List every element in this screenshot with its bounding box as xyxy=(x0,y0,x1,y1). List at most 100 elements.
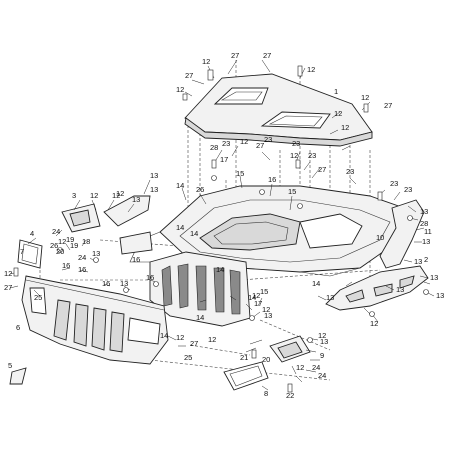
callout-81: 17 xyxy=(254,299,262,308)
callout-4: 27 xyxy=(185,71,193,80)
callout-39: 19 xyxy=(70,241,78,250)
callout-90: 12 xyxy=(296,363,304,372)
callout-71: 12 xyxy=(176,333,184,342)
callout-40: 18 xyxy=(82,237,90,246)
callout-62: 13 xyxy=(422,237,430,246)
callout-21: 27 xyxy=(318,165,326,174)
callout-36: 24 xyxy=(52,227,60,236)
left-lamp-lens xyxy=(17,239,43,269)
right-fender-trim xyxy=(325,199,429,311)
callout-44: 7 xyxy=(20,247,24,256)
callout-50: 13 xyxy=(120,279,128,288)
callout-12: 28 xyxy=(210,143,218,152)
callout-51: 16 xyxy=(146,273,154,282)
callout-74: 13 xyxy=(264,311,272,320)
small-components xyxy=(9,195,311,391)
callout-67: 13 xyxy=(396,285,404,294)
callout-59: 10 xyxy=(376,233,384,242)
callout-1: 12 xyxy=(202,57,210,66)
callout-30: 15 xyxy=(288,187,296,196)
callout-10: 27 xyxy=(263,51,271,60)
callout-7: 12 xyxy=(361,93,369,102)
callout-89: 8 xyxy=(264,389,268,398)
callout-11: 12 xyxy=(341,123,349,132)
callout-56: 14 xyxy=(248,293,256,302)
callout-15: 12 xyxy=(240,137,248,146)
callout-41: 16 xyxy=(62,261,70,270)
callout-77: 27 xyxy=(190,339,198,348)
callout-57: 12 xyxy=(262,305,270,314)
callout-32: 12 xyxy=(90,191,98,200)
callout-92: 26 xyxy=(50,241,58,250)
callout-37: 12 xyxy=(58,237,66,246)
callout-49: 16 xyxy=(102,279,110,288)
callout-3: 12 xyxy=(176,85,184,94)
callout-73: 13 xyxy=(326,293,334,302)
callout-61: 11 xyxy=(424,227,432,236)
callout-70: 5 xyxy=(8,361,12,370)
callout-8: 27 xyxy=(384,101,392,110)
callout-82: 21 xyxy=(240,353,248,362)
callout-94: 16 xyxy=(132,255,140,264)
callout-87: 20 xyxy=(262,355,270,364)
callout-18: 23 xyxy=(292,139,300,148)
callout-6: 1 xyxy=(334,87,338,96)
callout-27: 26 xyxy=(196,185,204,194)
callout-42: 24 xyxy=(78,253,86,262)
callout-26: 14 xyxy=(176,181,184,190)
callout-24: 23 xyxy=(404,185,412,194)
callout-58: 13 xyxy=(420,207,428,216)
callout-22: 23 xyxy=(346,167,354,176)
callout-95: 12 xyxy=(116,189,124,198)
callout-13: 23 xyxy=(222,139,230,148)
callout-17: 17 xyxy=(220,155,228,164)
callout-63: 13 xyxy=(414,257,422,266)
callout-84: 9 xyxy=(320,351,324,360)
callout-93: 19 xyxy=(66,235,74,244)
callout-54: 14 xyxy=(216,265,224,274)
callout-labels: 12 27 12 27 12 1 12 27 12 27 12 28 23 27… xyxy=(4,51,444,400)
callout-76: 14 xyxy=(196,313,204,322)
callout-66: 13 xyxy=(436,291,444,300)
callout-88: 22 xyxy=(286,391,294,400)
callout-9: 12 xyxy=(334,109,342,118)
badge xyxy=(9,367,27,385)
callout-25: 13 xyxy=(150,171,158,180)
callout-20: 12 xyxy=(290,151,298,160)
callout-85: 13 xyxy=(320,337,328,346)
callout-68: 12 xyxy=(370,319,378,328)
callout-55: 15 xyxy=(260,287,268,296)
bracket-left xyxy=(119,231,153,255)
callout-35: 4 xyxy=(30,229,34,238)
hood-vent-right xyxy=(260,111,331,129)
callout-53: 14 xyxy=(190,229,198,238)
callout-47: 16 xyxy=(78,265,86,274)
callout-14: 27 xyxy=(256,141,264,150)
callout-83: 12 xyxy=(318,331,326,340)
callout-80: 12 xyxy=(252,291,260,300)
callout-45: 12 xyxy=(4,269,12,278)
callout-16: 23 xyxy=(264,135,272,144)
leader-lines xyxy=(9,59,435,393)
callout-75: 14 xyxy=(312,279,320,288)
callout-78: 12 xyxy=(208,335,216,344)
hood-panel xyxy=(184,73,373,147)
callout-64: 13 xyxy=(430,273,438,282)
callout-43: 13 xyxy=(92,249,100,258)
right-lamp-lens xyxy=(223,361,269,391)
callout-5: 12 xyxy=(307,65,315,74)
callout-23: 23 xyxy=(390,179,398,188)
callout-19: 23 xyxy=(308,151,316,160)
callout-34: 13 xyxy=(132,195,140,204)
fasteners xyxy=(13,65,429,393)
left-fender-flare xyxy=(103,195,151,227)
callout-72: 14 xyxy=(160,331,168,340)
callout-48: 25 xyxy=(34,293,42,302)
callout-52: 14 xyxy=(176,223,184,232)
callout-33: 12 xyxy=(112,191,120,200)
callout-31: 3 xyxy=(72,191,76,200)
callout-28: 15 xyxy=(236,169,244,178)
callout-69: 6 xyxy=(16,323,20,332)
